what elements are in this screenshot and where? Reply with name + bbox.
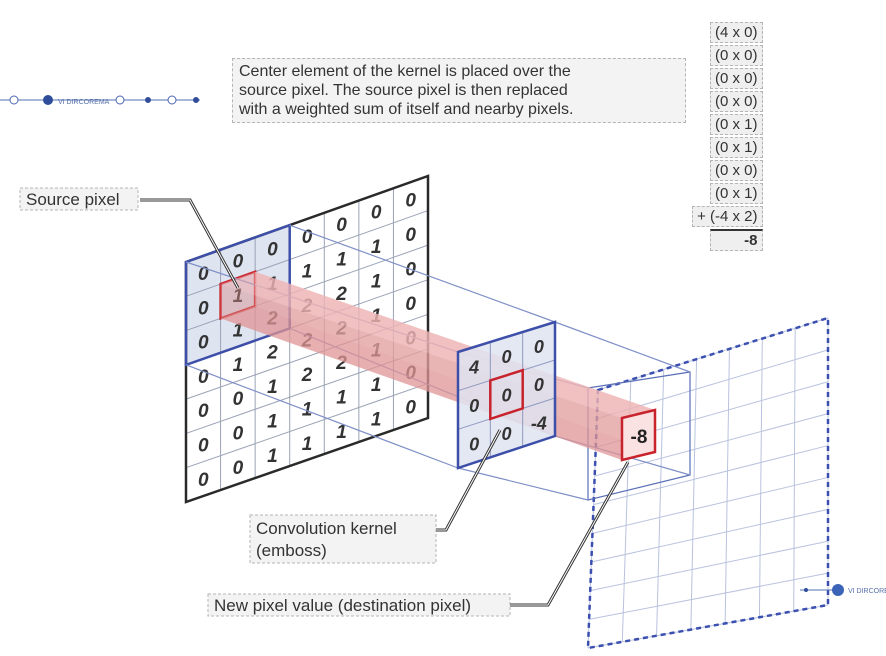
source-cell-value: 2	[266, 343, 278, 364]
destination-grid	[585, 316, 830, 650]
kernel-cell-value: 0	[501, 424, 511, 444]
projection-line	[554, 321, 691, 373]
caption-top: Center element of the kernel is placed o…	[232, 58, 686, 123]
source-cell-value: 1	[371, 375, 382, 396]
source-cell-value: 0	[302, 227, 313, 248]
kernel-cell-value: 0	[534, 375, 544, 395]
dest-grid-row-line	[593, 445, 829, 506]
source-cell-value: 0	[233, 389, 244, 410]
source-cell-value: 0	[233, 423, 244, 444]
source-cell-value: 0	[405, 225, 416, 246]
kernel-label-line1: Convolution kernel	[256, 519, 397, 538]
calc-term-last: + (-4 x 2)	[692, 206, 763, 227]
kernel-center-highlight	[489, 368, 524, 421]
source-cell-value: 1	[371, 237, 382, 258]
calc-term: (0 x 1)	[710, 183, 763, 204]
source-cell-value: 1	[371, 410, 382, 431]
source-cell-value: 1	[371, 272, 382, 293]
projection-line	[457, 467, 589, 501]
source-cell-value: 1	[233, 286, 244, 307]
source-cell-value: 0	[267, 239, 278, 260]
source-cell-value: 0	[405, 190, 416, 211]
kernel-cell-value: 0	[501, 386, 511, 406]
source-cell-value: 1	[302, 262, 313, 283]
source-cell-value: 1	[267, 411, 278, 432]
kernel-grid: 4 0 0 0 0 0 0 0 -4	[456, 320, 557, 470]
dest-grid-col-line	[656, 369, 665, 636]
caption-line-3: with a weighted sum of itself and nearby…	[239, 101, 574, 118]
calculation-column: (4 x 0) (0 x 0) (0 x 0) (0 x 0) (0 x 1) …	[692, 22, 763, 253]
source-cell-value: 0	[336, 215, 347, 236]
source-cell-value: 0	[198, 367, 209, 388]
calc-term: (4 x 0)	[710, 22, 763, 43]
source-grid-row-line	[185, 382, 429, 469]
source-cell-value: 0	[371, 203, 382, 224]
new-pixel-text: New pixel value (destination pixel)	[214, 596, 471, 615]
source-cell-value: 0	[198, 333, 209, 354]
source-cell-value: 2	[335, 284, 347, 305]
watermark-brand-right: VI DIRCOREMA	[848, 588, 886, 595]
kernel-cell-value: 0	[469, 396, 479, 416]
watermark-brand-left: VI DIRCOREMA	[58, 99, 110, 106]
source-cell-value: 0	[233, 252, 244, 273]
source-cell-value: 0	[405, 294, 416, 315]
calc-term: (0 x 0)	[710, 91, 763, 112]
dest-grid-col-line	[724, 348, 730, 624]
source-cell-value: 1	[336, 387, 347, 408]
kernel-cell-value: 4	[468, 357, 479, 377]
projection-line	[185, 364, 459, 469]
destination-pixel	[620, 408, 657, 462]
source-cell-value: 0	[233, 458, 244, 479]
source-cell-value: 1	[267, 446, 278, 467]
dest-grid-col-line	[793, 328, 796, 612]
kernel-cell-value: 0	[534, 337, 544, 357]
source-cell-value: 1	[302, 434, 313, 455]
kernel-border	[456, 320, 557, 470]
calc-result: -8	[710, 229, 763, 251]
source-cell-value: 0	[198, 470, 209, 491]
watermark-timeline-right: VI DIRCOREMA	[800, 584, 886, 596]
caption-line-1: Center element of the kernel is placed o…	[239, 63, 571, 80]
caption-line-2: source pixel. The source pixel is then r…	[239, 82, 568, 99]
dest-grid-row-line	[589, 572, 829, 620]
destination-value: -8	[631, 427, 648, 448]
label-new-pixel: New pixel value (destination pixel)	[207, 461, 630, 617]
label-source-pixel: Source pixel	[19, 187, 240, 289]
source-cell-value: 0	[198, 401, 209, 422]
calc-term: (0 x 0)	[710, 45, 763, 66]
source-cell-value: 0	[198, 298, 209, 319]
calc-term: (0 x 1)	[710, 137, 763, 158]
projection-line	[289, 224, 556, 323]
dest-grid-row-line	[592, 476, 829, 534]
source-cell-value: 1	[267, 377, 278, 398]
source-cell-value: 0	[405, 398, 416, 419]
kernel-cell-value: 0	[501, 347, 511, 367]
dest-grid-border	[586, 316, 830, 650]
source-cell-value: 1	[233, 320, 244, 341]
label-kernel: Convolution kernel (emboss)	[249, 429, 502, 564]
source-cell-value: 1	[302, 399, 313, 420]
source-pixel-text: Source pixel	[26, 190, 120, 209]
source-cell-value: 1	[233, 355, 244, 376]
source-cell-value: 1	[336, 249, 347, 270]
dest-grid-row-line	[591, 508, 829, 563]
source-grid-border	[184, 174, 430, 504]
source-cell-value: 2	[301, 365, 313, 386]
calc-term: (0 x 1)	[710, 114, 763, 135]
dest-grid-row-line	[594, 413, 829, 477]
kernel-cell-value: -4	[531, 413, 547, 433]
source-cell-value: 0	[198, 264, 209, 285]
dest-grid-row-line	[590, 540, 829, 592]
kernel-cell-value: 0	[469, 434, 479, 454]
dest-grid-col-line	[758, 338, 763, 618]
watermark-timeline-left: VI DIRCOREMA	[0, 95, 200, 106]
source-cell-value: 0	[198, 436, 209, 457]
kernel-label-line2: (emboss)	[256, 541, 327, 560]
dest-grid-col-line	[690, 359, 698, 630]
calc-term: (0 x 0)	[710, 68, 763, 89]
calc-term: (0 x 0)	[710, 160, 763, 181]
source-cell-value: 1	[336, 422, 347, 443]
